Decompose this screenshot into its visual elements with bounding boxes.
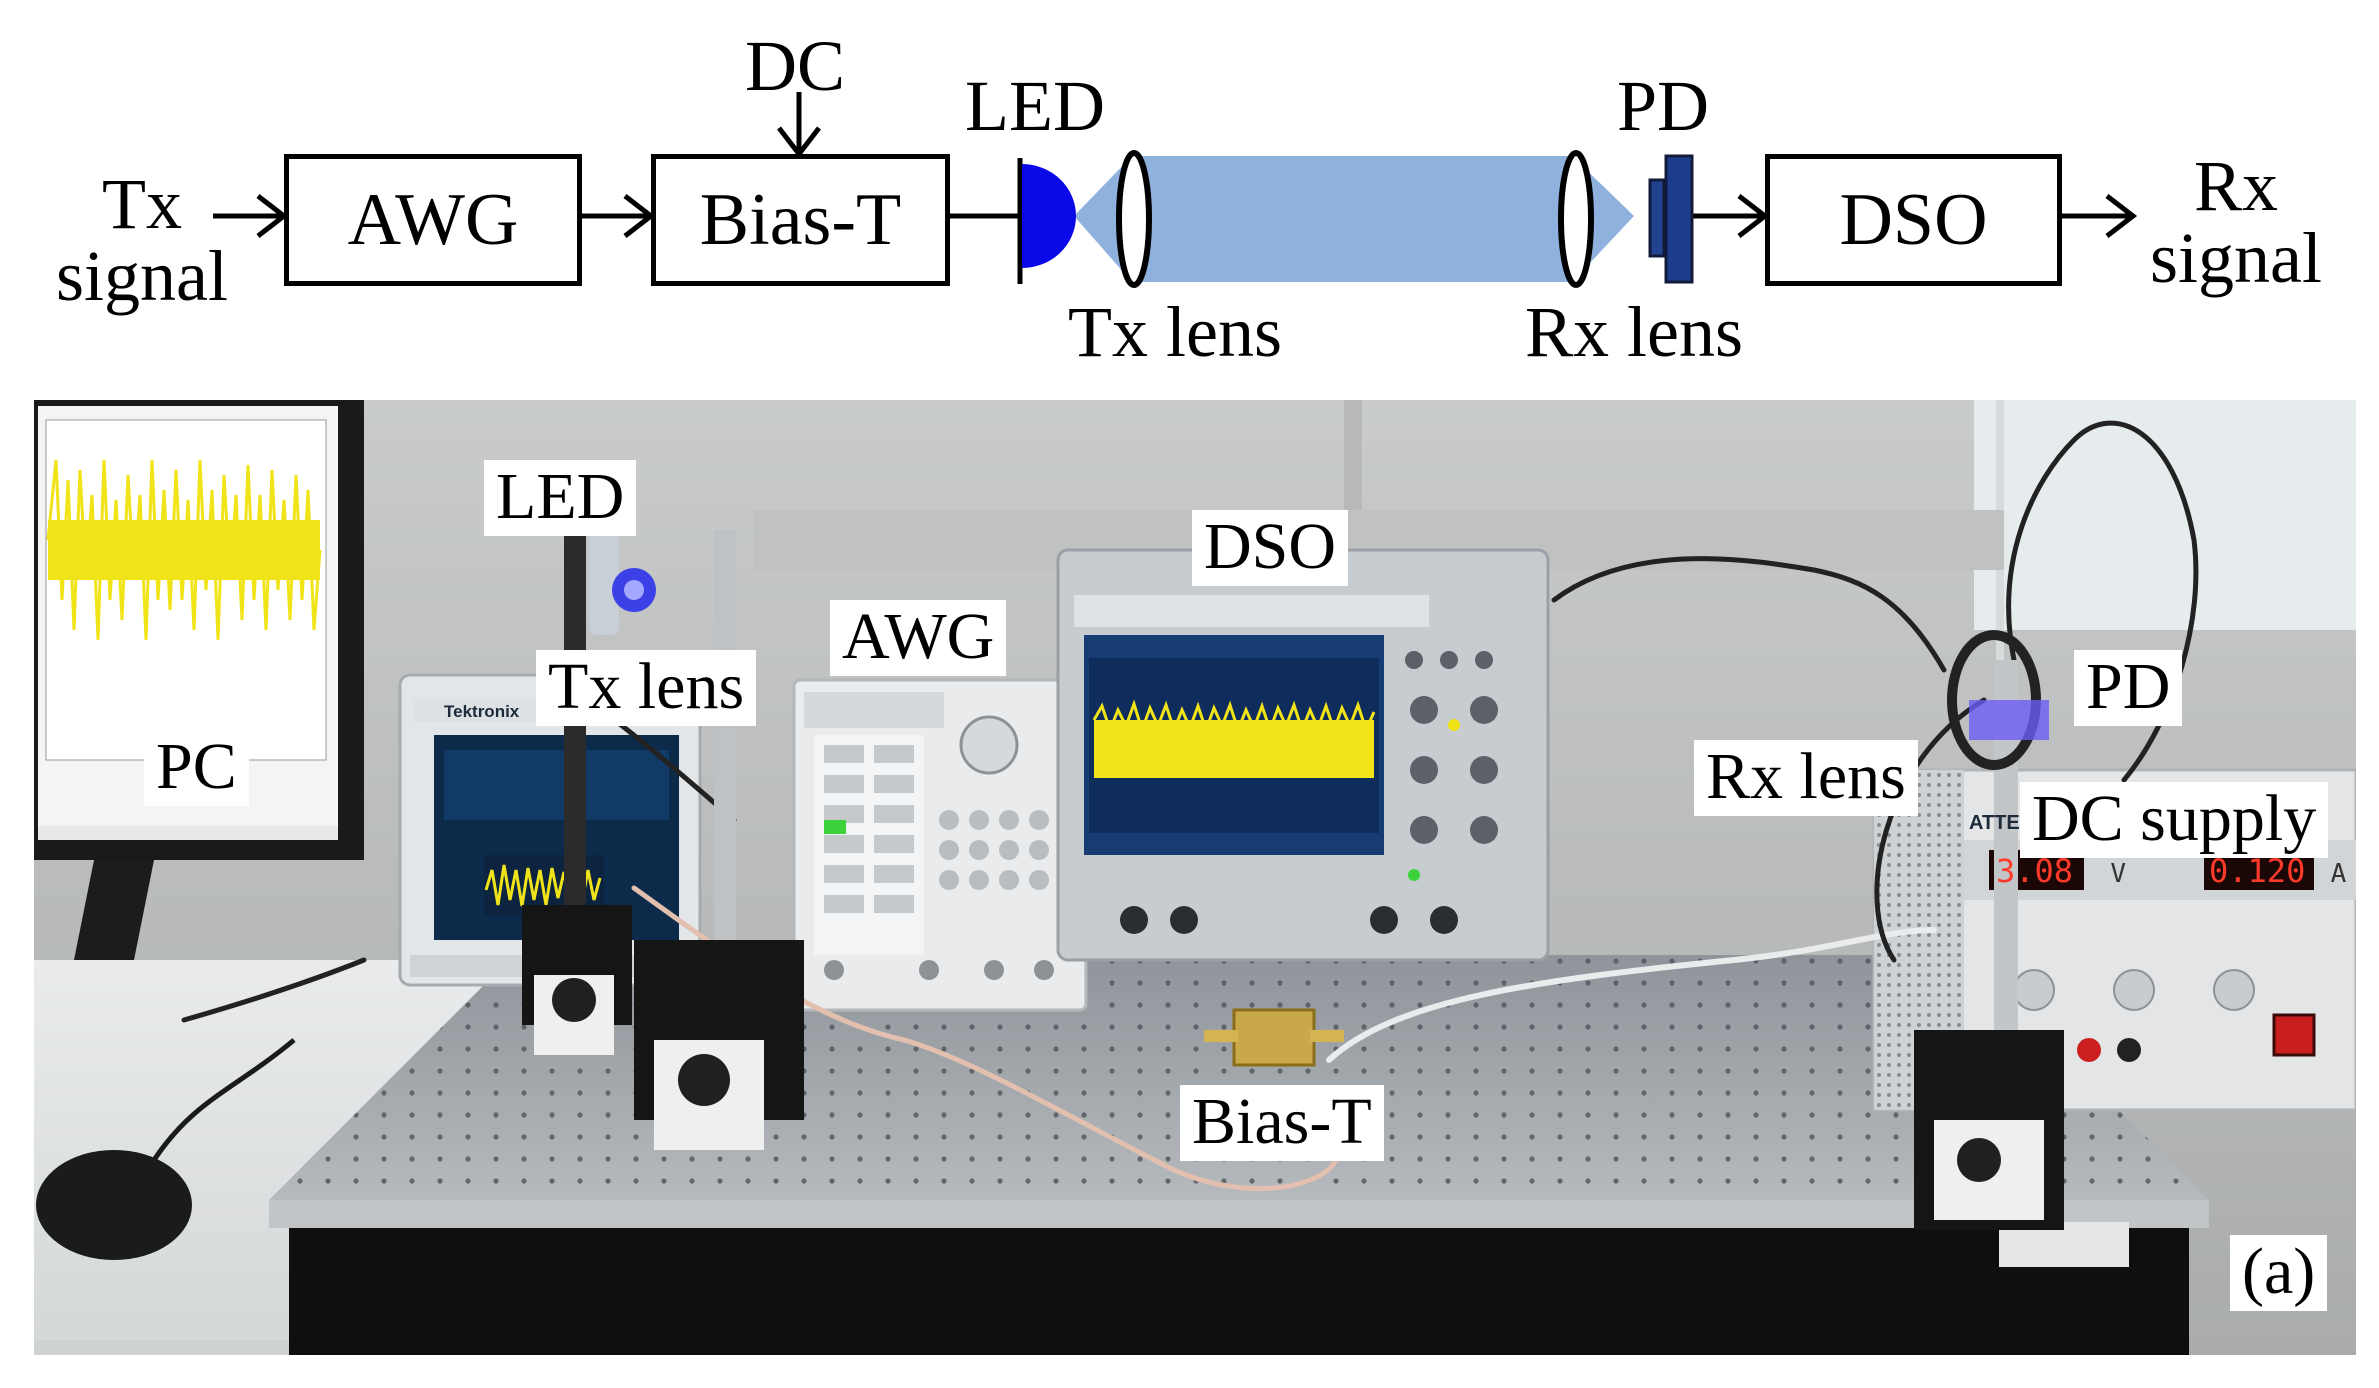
tx-lens-mount xyxy=(634,530,804,1150)
table-base xyxy=(289,1228,2189,1355)
pd-symbol-front xyxy=(1648,178,1666,258)
supply-brand-text: ATTEN xyxy=(1969,812,2035,834)
light-beam xyxy=(1074,156,1634,282)
function-generator xyxy=(792,678,1088,1012)
diagram-connectors xyxy=(213,92,2138,288)
photo-label-dso: DSO xyxy=(1192,510,1349,586)
awg-block-label: AWG xyxy=(347,179,519,261)
supply-voltage-readout: 3.08 V xyxy=(1996,852,2126,890)
rx-signal-line1: Rx xyxy=(2193,146,2279,226)
awg-knob xyxy=(959,715,1019,775)
panel-label: (a) xyxy=(2230,1235,2328,1311)
supply-power-switch xyxy=(2272,1013,2316,1057)
bias-t-block-label: Bias-T xyxy=(699,179,902,261)
photo-scene xyxy=(34,400,2356,1355)
supply-voltage-unit: V xyxy=(2110,859,2126,889)
supply-voltage-value: 3.08 xyxy=(1996,852,2074,890)
tx-signal-line1: Tx xyxy=(102,164,182,244)
dc-label: DC xyxy=(745,26,846,106)
photo-label-tx-lens: Tx lens xyxy=(536,650,757,726)
setup-photo: 3.08 V 0.120 A Tektronix ATTEN LED PC Tx… xyxy=(34,400,2356,1355)
supply-current-readout: 0.120 A xyxy=(2209,852,2346,890)
pc-waveform xyxy=(46,459,322,641)
rx-signal-line2: signal xyxy=(2150,218,2322,298)
rx-signal-label: Rx signal xyxy=(2136,150,2336,294)
led-label: LED xyxy=(965,66,1105,146)
pd-mount xyxy=(1914,630,2064,1230)
awg-brand-text: Tektronix xyxy=(444,702,520,721)
tx-signal-label: Tx signal xyxy=(52,168,232,312)
photo-label-rx-lens: Rx lens xyxy=(1694,740,1918,816)
photo-label-pd: PD xyxy=(2074,650,2183,726)
dso-block: DSO xyxy=(1765,154,2062,286)
led-symbol xyxy=(1022,164,1076,268)
mouse xyxy=(36,1150,192,1260)
pd-label: PD xyxy=(1617,66,1710,146)
awg-block: AWG xyxy=(284,154,582,286)
photo-label-pc: PC xyxy=(144,730,249,806)
tx-lens-symbol xyxy=(1116,150,1152,288)
pd-symbol-body xyxy=(1664,154,1694,284)
tx-signal-line2: signal xyxy=(56,236,228,316)
rx-lens-symbol xyxy=(1558,150,1594,288)
rx-lens-label: Rx lens xyxy=(1525,292,1744,372)
tx-lens-label: Tx lens xyxy=(1068,292,1282,372)
supply-current-unit: A xyxy=(2330,859,2347,889)
photo-label-bias-t: Bias-T xyxy=(1180,1085,1384,1161)
window-glass xyxy=(1974,400,2356,630)
photo-label-led: LED xyxy=(484,460,637,536)
dso-block-label: DSO xyxy=(1839,179,1988,261)
photo-label-dc-supply: DC supply xyxy=(2020,782,2329,858)
bias-t-block: Bias-T xyxy=(651,154,950,286)
bias-t-component xyxy=(1204,1008,1344,1067)
led-mount xyxy=(522,515,656,1055)
photo-label-awg: AWG xyxy=(830,600,1007,676)
dso-instrument xyxy=(1056,548,1550,962)
supply-current-value: 0.120 xyxy=(2209,852,2306,890)
